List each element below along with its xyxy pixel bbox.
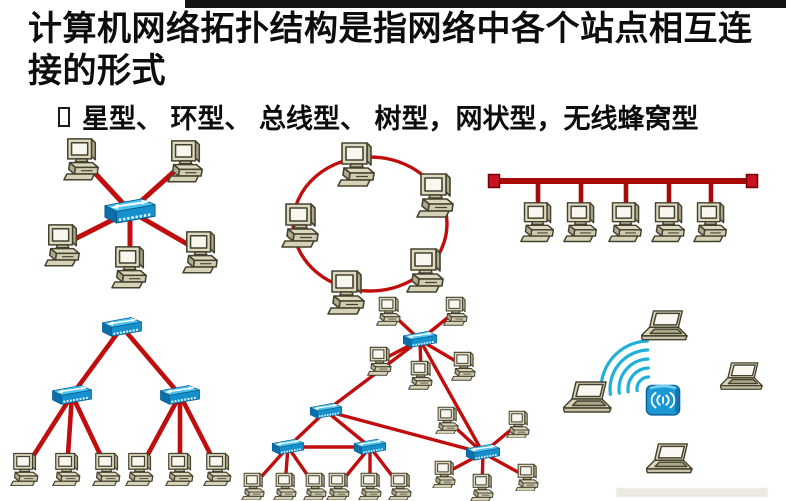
computer-icon <box>651 201 687 243</box>
computer-icon <box>111 245 149 289</box>
watermark <box>616 488 768 497</box>
bullet-row: 星型、 环型、 总线型、 树型，网状型，无线蜂窝型 <box>58 97 768 136</box>
switch-icon <box>465 443 501 462</box>
computer-icon <box>376 296 402 326</box>
computer-icon <box>387 472 413 501</box>
computer-icon <box>167 139 205 183</box>
computer-icon <box>416 172 456 218</box>
computer-icon <box>240 472 266 501</box>
computer-icon <box>451 351 477 381</box>
computer-icon <box>182 230 220 274</box>
computer-icon <box>434 406 460 435</box>
laptop-icon <box>563 381 613 415</box>
computer-icon <box>165 452 195 487</box>
laptop-icon <box>646 442 694 476</box>
switch-icon <box>402 330 438 349</box>
computer-icon <box>63 137 101 181</box>
switch-icon <box>159 384 201 407</box>
switch-icon <box>309 402 343 420</box>
computer-icon <box>337 141 377 187</box>
switch-icon <box>51 384 93 407</box>
switch-icon <box>271 438 305 456</box>
computer-icon <box>272 472 298 501</box>
switch-icon <box>103 197 157 226</box>
top-bar <box>185 0 786 8</box>
laptop-icon <box>641 309 689 343</box>
computer-icon <box>443 296 469 326</box>
computer-icon <box>514 463 540 492</box>
bullet-text: 星型、 环型、 总线型、 树型，网状型，无线蜂窝型 <box>82 104 699 134</box>
computer-icon <box>92 452 122 487</box>
computer-icon <box>367 346 393 376</box>
title-line-1: 计算机网络拓扑结构是指网络中各个站点相互连 <box>28 10 753 48</box>
switch-icon <box>353 438 387 456</box>
computer-icon <box>325 472 351 501</box>
computer-icon <box>281 202 321 248</box>
computer-icon <box>357 472 383 501</box>
computer-icon <box>469 473 495 501</box>
computer-icon <box>408 360 434 390</box>
computer-icon <box>44 223 82 267</box>
title-line-2: 接的形式 <box>28 52 166 90</box>
computer-icon <box>693 201 729 243</box>
computer-icon <box>52 452 82 487</box>
computer-icon <box>608 201 644 243</box>
computer-icon <box>327 269 367 315</box>
bullet-square-icon <box>58 106 70 127</box>
computer-icon <box>10 452 40 487</box>
computer-icon <box>203 452 233 487</box>
laptop-icon <box>720 362 764 392</box>
computer-icon <box>406 247 446 293</box>
computer-icon <box>431 460 457 489</box>
computer-icon <box>505 410 531 439</box>
computer-icon <box>302 472 328 501</box>
slide-title: 计算机网络拓扑结构是指网络中各个站点相互连 接的形式 <box>28 8 773 92</box>
access-point-icon <box>640 379 686 420</box>
computer-icon <box>125 452 155 487</box>
computer-icon <box>563 201 599 243</box>
computer-icon <box>520 201 556 243</box>
switch-icon <box>101 316 143 339</box>
